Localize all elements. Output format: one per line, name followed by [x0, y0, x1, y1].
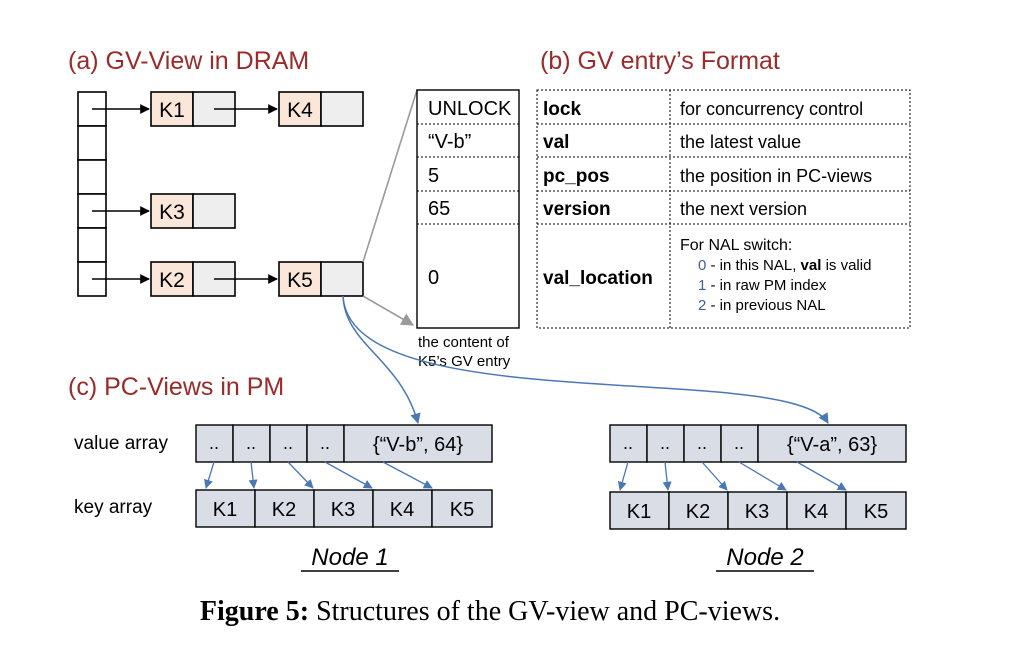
node2-label: Node 2 [726, 544, 803, 571]
entry-value-val-location: 0 [428, 267, 439, 289]
nal-code-2: 2 - in previous NAL [698, 297, 826, 314]
gv-key-label: K4 [287, 99, 313, 122]
empty-slot: .. [660, 433, 670, 453]
pc-key-label: K2 [272, 499, 296, 521]
pc-key-label: K4 [390, 499, 414, 521]
empty-slot: .. [734, 433, 744, 453]
field-name: val_location [543, 268, 653, 289]
field-description: the latest value [680, 132, 801, 152]
entry-caption-line-2: K5’s GV entry [418, 353, 511, 370]
pc-key-label: K4 [804, 501, 828, 523]
pc-key-label: K5 [450, 499, 474, 521]
empty-slot: .. [623, 433, 633, 453]
pc-key-label: K3 [331, 499, 355, 521]
entry-content-column: UNLOCK “V-b” 5 65 0 [416, 89, 520, 329]
gv-node-k4: K4 [278, 91, 364, 127]
pc-key-label: K1 [213, 499, 237, 521]
heading-pc-views: (c) PC-Views in PM [68, 373, 284, 401]
node2-value: {“V-a”, 63} [787, 434, 877, 456]
gv-node-k5: K5 [278, 261, 364, 297]
empty-slot: .. [209, 433, 219, 453]
heading-gv-view: (a) GV-View in DRAM [68, 47, 309, 75]
node2-key-array [609, 491, 907, 530]
heading-gv-entry-format: (b) GV entry’s Format [540, 47, 780, 75]
node1-key-array [195, 489, 493, 528]
gv-key-label: K1 [159, 99, 185, 122]
field-name: pc_pos [543, 166, 610, 187]
node1-key-text: K1 K2 K3 K4 K5 [213, 499, 474, 521]
entry-connector [362, 89, 418, 326]
node2-index-arrows [617, 461, 847, 491]
key-array-label: key array [74, 497, 153, 518]
node2-value-text: .. .. .. .. {“V-a”, 63} [623, 433, 877, 456]
field-description: the position in PC-views [680, 166, 872, 186]
node1-value-text: .. .. .. .. {“V-b”, 64} [209, 433, 463, 456]
gv-node-k3: K3 [150, 193, 236, 229]
entry-value-pc-pos: 5 [428, 165, 439, 187]
field-name: lock [543, 99, 581, 120]
gv-key-label: K2 [159, 269, 185, 292]
node2-key-text: K1 K2 K3 K4 K5 [627, 501, 888, 523]
value-array-label: value array [74, 433, 168, 454]
node1-index-arrows [204, 461, 433, 489]
bucket-column [77, 91, 107, 297]
pc-key-label: K1 [627, 501, 651, 523]
nal-switch-title: For NAL switch: [680, 237, 792, 254]
entry-value-version: 65 [428, 198, 450, 220]
node1-label: Node 1 [311, 544, 388, 571]
entry-value-val: “V-b” [428, 131, 471, 153]
empty-slot: .. [283, 433, 293, 453]
node1-value: {“V-b”, 64} [373, 434, 463, 456]
gv-key-label: K5 [287, 269, 313, 292]
pc-pos-pointers [342, 295, 829, 425]
entry-caption-line-1: the content of [418, 334, 510, 351]
nal-code-0: 0 - in this NAL, val is valid [698, 257, 871, 274]
pc-key-label: K5 [864, 501, 888, 523]
empty-slot: .. [320, 433, 330, 453]
node2-value-array [609, 424, 907, 463]
empty-slot: .. [246, 433, 256, 453]
empty-slot: .. [697, 433, 707, 453]
field-name: val [543, 132, 569, 153]
chain-pointers [92, 104, 278, 284]
gv-node-k1: K1 [150, 91, 236, 127]
pc-key-label: K3 [745, 501, 769, 523]
field-name: version [543, 199, 611, 220]
pc-key-label: K2 [686, 501, 710, 523]
format-table: lock for concurrency control val the lat… [536, 89, 911, 329]
field-description: the next version [680, 199, 807, 219]
nal-code-1: 1 - in raw PM index [698, 277, 827, 294]
entry-value-lock: UNLOCK [428, 98, 512, 120]
field-description: for concurrency control [680, 99, 863, 119]
figure-caption: Figure 5: Structures of the GV-view and … [200, 596, 780, 627]
gv-key-label: K3 [159, 201, 185, 224]
node1-value-array [195, 424, 493, 463]
